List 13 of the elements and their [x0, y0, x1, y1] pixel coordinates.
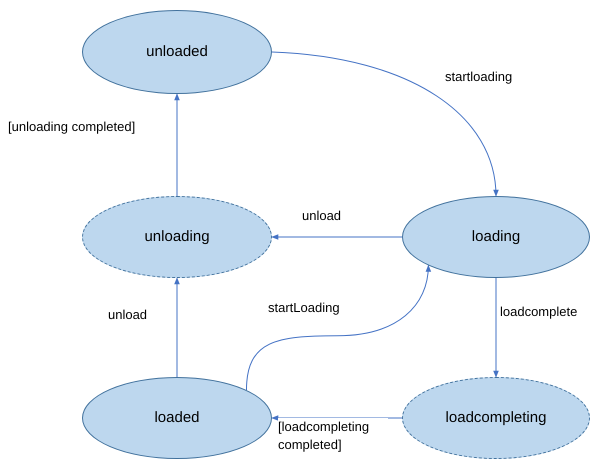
state-name: unloaded	[146, 42, 208, 62]
transition-arrow	[271, 415, 402, 421]
state-name: loadcompleting	[446, 408, 546, 428]
state-name: loading	[472, 226, 520, 247]
transition-arrow	[174, 277, 180, 378]
transition-arrow	[174, 93, 180, 196]
transition-arrow	[272, 52, 498, 197]
state-name: unloading	[144, 226, 210, 247]
state-name: loaded	[154, 408, 200, 428]
edge-label: [loadcompleting completed]	[278, 418, 388, 454]
transition-arrow	[493, 278, 499, 378]
transition-arrow	[246, 264, 431, 391]
transition-arrow	[271, 234, 402, 240]
